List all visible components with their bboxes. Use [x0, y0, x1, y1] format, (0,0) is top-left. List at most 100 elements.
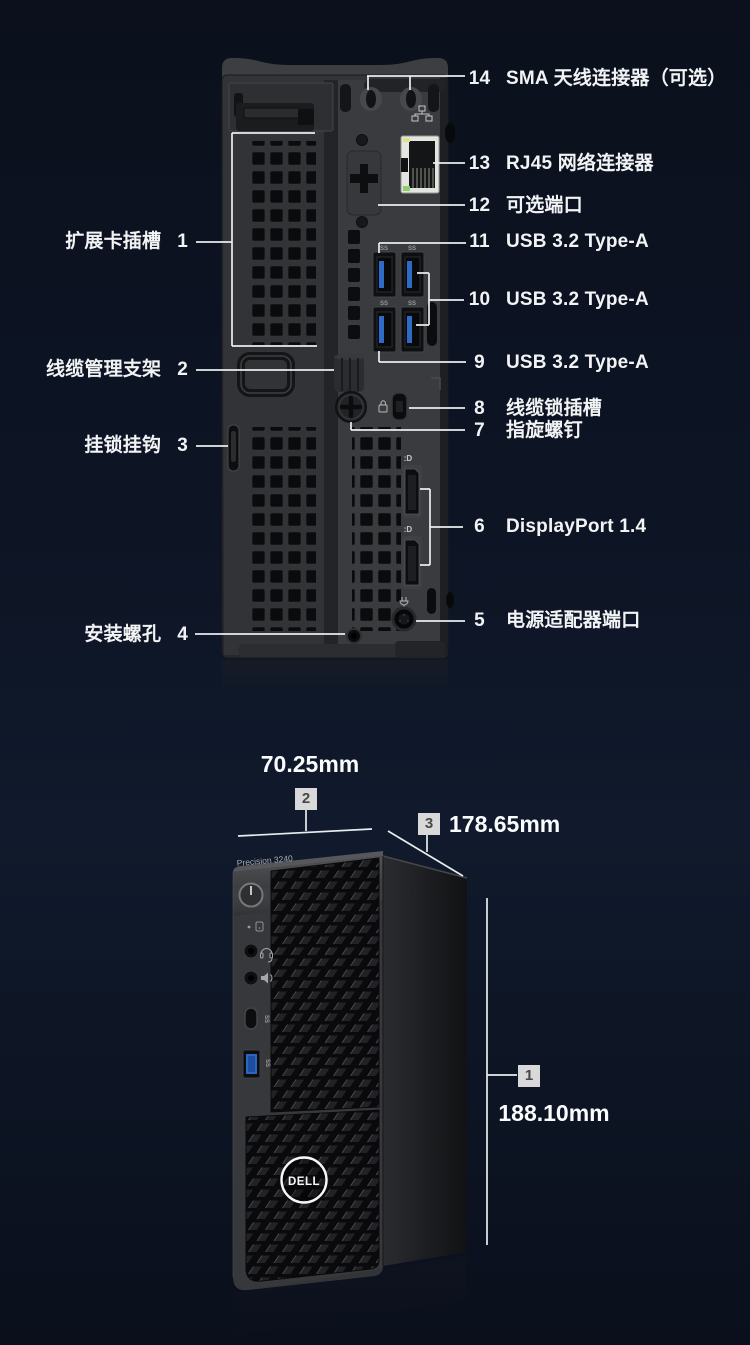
corner-mark: [431, 377, 441, 390]
dimension-line-depth: [387, 830, 464, 877]
callout-number: 7: [474, 420, 485, 441]
callout-text: 挂锁挂钩: [84, 435, 162, 456]
callout-number: 14: [468, 68, 491, 89]
callout-text: USB 3.2 Type-A: [506, 352, 649, 373]
callout-line-14: [367, 75, 465, 90]
callout-number: 12: [468, 195, 491, 216]
network-icon: [411, 105, 433, 122]
thumbscrew: [335, 391, 367, 423]
padlock-hook: [227, 424, 240, 472]
callout-number: 9: [474, 352, 485, 373]
callout-text: 可选端口: [506, 195, 583, 216]
callout-label-usb-9: 9 USB 3.2 Type-A: [466, 350, 649, 376]
sma-antenna-connectors: [340, 79, 446, 112]
callout-number: 3: [177, 435, 188, 456]
optional-port-knockout: [346, 134, 382, 228]
front-mesh-upper: [270, 857, 380, 1113]
callout-text: 安装螺孔: [84, 624, 162, 645]
callout-number: 11: [469, 231, 490, 252]
displayport-icon: :D: [404, 525, 413, 534]
dimension-width-badge: 2: [295, 788, 317, 810]
callout-number: 13: [468, 153, 491, 174]
back-vent-grid-lower-left: [248, 427, 316, 631]
svg-text:DELL: DELL: [288, 1176, 320, 1188]
vent-slots-column: [348, 230, 360, 339]
chassis-foot: [395, 641, 445, 657]
model-label: Precision 3240: [236, 853, 293, 868]
headset-icon: [260, 948, 273, 963]
power-plug-icon: [399, 597, 409, 608]
back-vent-grid-upper: [248, 141, 316, 345]
rj45-port: [400, 135, 440, 194]
dell-logo: DELL: [280, 1156, 328, 1204]
back-view-device: SS SS SS SS: [221, 58, 455, 696]
callout-line-11: [378, 242, 466, 253]
callout-line-6: [420, 488, 463, 566]
usb-ss-icon: SS: [380, 246, 388, 252]
callout-text: 电源适配器端口: [506, 610, 641, 631]
back-view-reflection: [222, 660, 448, 696]
callout-label-optional-port: 12 可选端口: [466, 193, 583, 219]
dimension-depth-value: 178.65mm: [449, 811, 561, 837]
dimension-line-height: [486, 898, 517, 1245]
power-button[interactable]: [238, 882, 264, 908]
callout-label-sma: 14 SMA 天线连接器（可选）: [466, 66, 726, 92]
callout-label-mounting-hole: 安装螺孔 4: [0, 622, 188, 648]
usb-ss-icon: SS: [264, 1059, 270, 1067]
usb-ss-icon: SS: [380, 301, 388, 307]
callout-text: DisplayPort 1.4: [506, 516, 647, 537]
displayport-1: :D: [402, 454, 422, 518]
callout-number: 5: [474, 610, 485, 631]
audio-out-jack[interactable]: [243, 970, 273, 986]
callout-text: RJ45 网络连接器: [506, 153, 654, 174]
callout-number: 8: [474, 398, 485, 419]
callout-text: USB 3.2 Type-A: [506, 231, 649, 252]
callout-line-7: [350, 422, 465, 431]
displayport-icon: :D: [404, 454, 413, 463]
callout-text: 扩展卡插槽: [65, 231, 162, 252]
callout-text: 线缆锁插槽: [506, 398, 603, 419]
callout-text: SMA 天线连接器（可选）: [506, 68, 727, 89]
callout-number: 10: [468, 289, 491, 310]
drive-activity-icon: [247, 921, 264, 932]
antenna-knob: [445, 123, 455, 143]
expansion-card-slot: [228, 82, 334, 132]
headset-jack[interactable]: [243, 943, 273, 963]
callout-text: 指旋螺钉: [506, 420, 583, 441]
edge-slot: [427, 588, 436, 614]
callout-line-9: [378, 351, 466, 363]
kensington-lock-icon: [378, 400, 388, 413]
callout-number: 4: [177, 624, 188, 645]
callout-line-10: [416, 272, 464, 326]
usb-ss-icon: SS: [408, 301, 416, 307]
usb-a-port-front[interactable]: SS: [242, 1049, 270, 1079]
dimension-width-value: 70.25mm: [260, 751, 360, 777]
usb-ports-back: SS SS SS SS: [372, 246, 425, 353]
audio-out-icon: [261, 972, 273, 984]
front-view-device: Precision 3240: [232, 851, 468, 1336]
callout-label-power-port: 5 电源适配器端口: [466, 608, 640, 634]
callout-label-padlock-hook: 挂锁挂钩 3: [0, 433, 188, 459]
front-view-reflection: [233, 1256, 467, 1336]
chassis-foot: [238, 644, 408, 657]
callout-text: USB 3.2 Type-A: [506, 289, 649, 310]
callout-label-rj45: 13 RJ45 网络连接器: [466, 151, 654, 177]
callout-label-expansion-slot: 扩展卡插槽 1: [0, 229, 188, 255]
mounting-screw-hole: [346, 628, 362, 644]
callout-label-usb-10: 10 USB 3.2 Type-A: [466, 287, 649, 313]
callout-text: 线缆管理支架: [46, 359, 162, 380]
callout-label-cable-lock: 8 线缆锁插槽: [466, 396, 602, 422]
dimension-depth-badge: 3: [418, 813, 440, 835]
dimension-line-width: [237, 810, 373, 837]
usb-ss-icon: SS: [408, 246, 416, 252]
callout-label-thumbscrew: 7 指旋螺钉: [466, 418, 583, 444]
front-mesh-lower: [245, 1109, 380, 1282]
callout-number: 1: [177, 231, 188, 252]
displayport-2: :D: [402, 525, 422, 589]
dimension-height-badge: 1: [518, 1065, 540, 1087]
usb-c-port-front[interactable]: SS: [244, 1007, 269, 1030]
